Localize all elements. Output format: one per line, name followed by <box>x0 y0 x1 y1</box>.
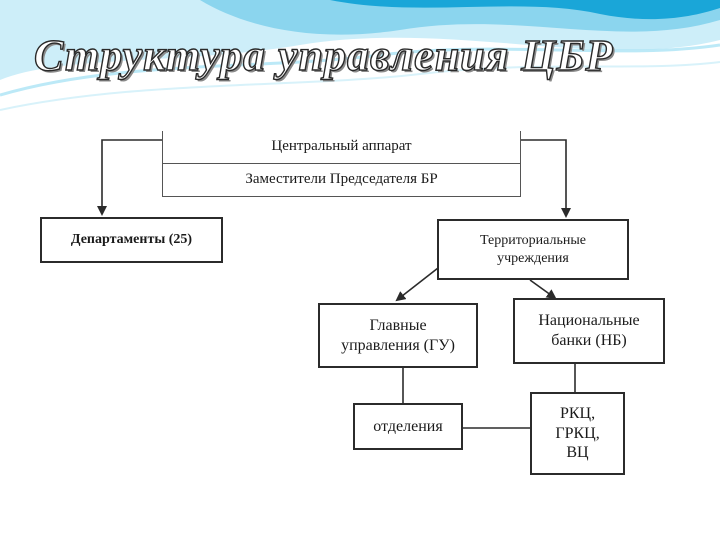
connector-territorial-gu <box>395 267 439 302</box>
rkc-label: РКЦ, ГРКЦ, ВЦ <box>555 405 600 462</box>
national-banks-box: Национальные банки (НБ) <box>513 298 665 364</box>
territorial-institutions-box: Территориальные учреждения <box>437 219 629 280</box>
territorial-institutions-label: Территориальные учреждения <box>480 233 586 266</box>
main-directorates-label: Главные управления (ГУ) <box>341 316 455 354</box>
national-banks-label: Национальные банки (НБ) <box>538 312 640 349</box>
central-apparatus-box: Центральный аппарат Заместители Председа… <box>162 131 521 197</box>
header-wave-decoration <box>0 0 720 111</box>
connector-territorial-nb <box>529 279 557 300</box>
departments-label: Департаменты (25) <box>70 232 193 248</box>
main-directorates-box: Главные управления (ГУ) <box>318 303 478 368</box>
branches-label: отделения <box>373 417 443 435</box>
connector-central-territorial <box>521 139 571 218</box>
rkc-box: РКЦ, ГРКЦ, ВЦ <box>530 392 625 475</box>
slide-title: Структура управления ЦБР <box>33 30 614 80</box>
departments-box: Департаменты (25) <box>40 217 223 263</box>
central-apparatus-label: Центральный аппарат <box>163 131 520 164</box>
branches-box: отделения <box>353 403 463 450</box>
connector-central-departments <box>97 139 162 216</box>
deputy-chairmen-label: Заместители Председателя БР <box>245 171 438 188</box>
